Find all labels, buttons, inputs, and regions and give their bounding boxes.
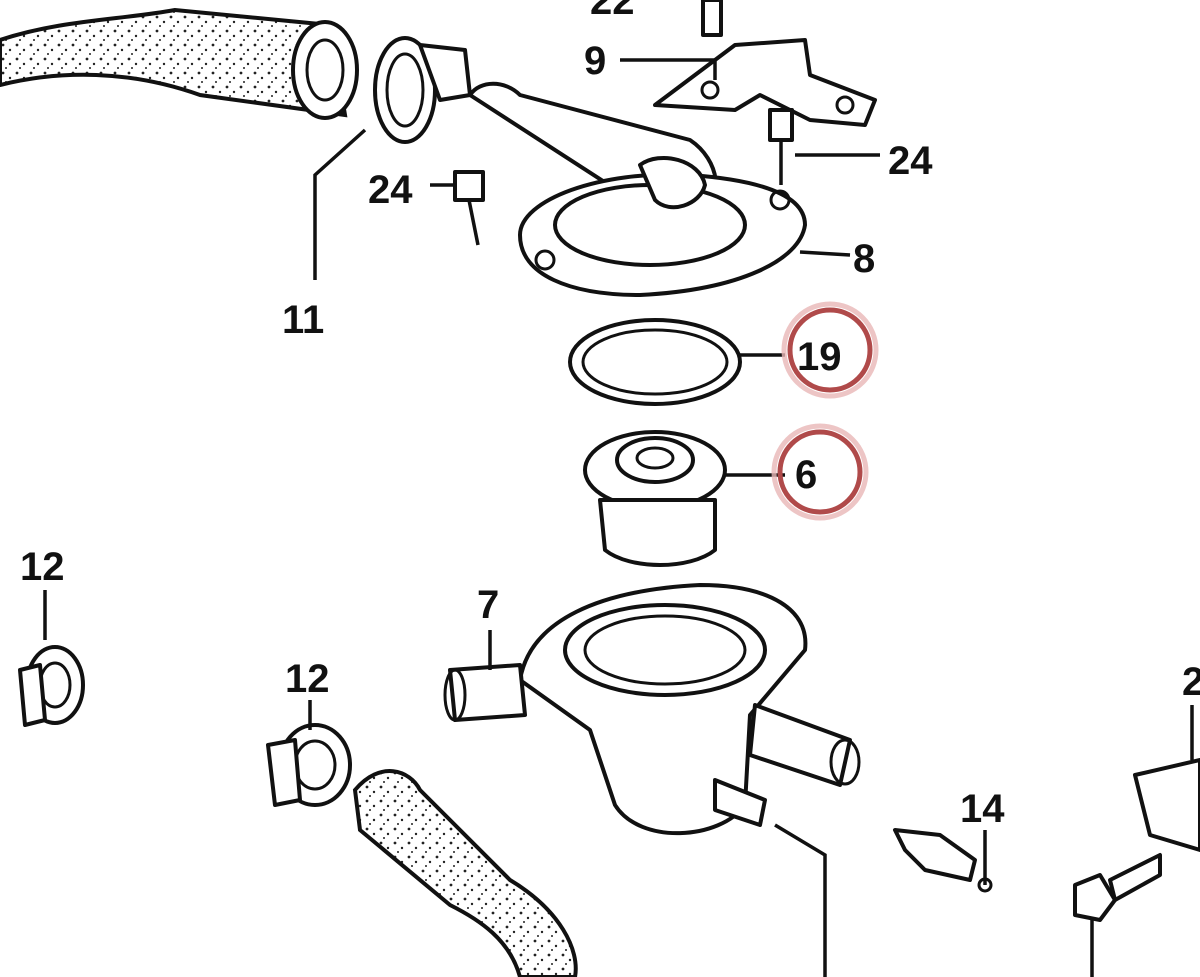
callout-12-left: 12	[20, 545, 65, 589]
callout-12-middle: 12	[285, 657, 330, 701]
callout-24-right: 24	[888, 139, 933, 183]
bolt-22	[701, 0, 723, 37]
lower-hose	[352, 769, 578, 977]
bolt-24-left	[453, 170, 485, 246]
right-fitting	[1133, 758, 1200, 852]
thermostat-housing-7	[443, 583, 861, 836]
leader-lines	[43, 58, 1194, 977]
bracket-9	[653, 38, 877, 127]
callout-8: 8	[853, 237, 875, 281]
highlight-ring-19	[781, 301, 879, 399]
hose-clamp-12-middle	[266, 723, 352, 807]
o-ring-19	[568, 318, 742, 406]
upper-radiator-hose	[0, 7, 359, 120]
callout-24-left: 24	[368, 168, 413, 212]
callout-6: 6	[795, 453, 817, 497]
callout-22: 22	[590, 0, 635, 23]
hose-clamp-11	[373, 36, 472, 144]
hose-clamp-12-left	[18, 645, 85, 727]
callout-2: 2	[1182, 660, 1200, 704]
callout-7: 7	[477, 583, 499, 627]
bolt-lower-right	[1073, 853, 1162, 977]
bolt-24-right	[768, 108, 794, 185]
temperature-sensor-14	[893, 828, 993, 893]
callout-11: 11	[282, 298, 324, 342]
callout-19: 19	[797, 335, 842, 379]
thermostat-cover-8	[468, 81, 807, 297]
callout-14: 14	[960, 787, 1005, 831]
highlight-ring-6	[771, 423, 869, 521]
callout-9: 9	[584, 39, 606, 83]
thermostat-6	[583, 430, 727, 567]
